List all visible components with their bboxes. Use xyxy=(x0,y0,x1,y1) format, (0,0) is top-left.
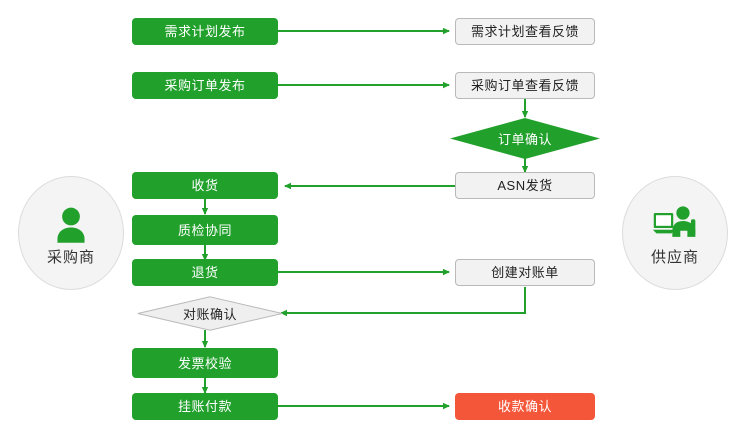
node-return-goods-label: 退货 xyxy=(191,265,219,280)
actor-buyer[interactable]: 采购商 xyxy=(18,176,124,290)
node-create-statement[interactable]: 创建对账单 xyxy=(455,259,595,286)
actor-supplier[interactable]: 供应商 xyxy=(622,176,728,290)
node-demand-plan-feedback[interactable]: 需求计划查看反馈 xyxy=(455,18,595,45)
node-demand-plan-publish-label: 需求计划发布 xyxy=(164,24,246,39)
actor-buyer-label: 采购商 xyxy=(46,248,95,266)
node-return-goods[interactable]: 退货 xyxy=(132,259,278,286)
node-purchase-order-feedback-label: 采购订单查看反馈 xyxy=(470,78,579,93)
node-asn-shipment[interactable]: ASN发货 xyxy=(455,172,595,199)
node-receive-goods-label: 收货 xyxy=(191,178,219,193)
node-create-statement-label: 创建对账单 xyxy=(491,265,559,280)
node-statement-confirm[interactable]: 对账确认 xyxy=(137,296,283,331)
node-statement-confirm-label: 对账确认 xyxy=(182,307,237,322)
node-payable-payment-label: 挂账付款 xyxy=(177,399,232,414)
node-payable-payment[interactable]: 挂账付款 xyxy=(132,393,278,420)
node-order-confirm[interactable]: 订单确认 xyxy=(450,118,600,159)
node-demand-plan-feedback-label: 需求计划查看反馈 xyxy=(470,24,579,39)
person-at-computer-icon xyxy=(649,200,701,244)
node-receipt-confirm-label: 收款确认 xyxy=(497,399,552,414)
node-invoice-check[interactable]: 发票校验 xyxy=(132,348,278,378)
node-asn-shipment-label: ASN发货 xyxy=(497,178,553,193)
actor-supplier-label: 供应商 xyxy=(650,248,699,266)
node-purchase-order-feedback[interactable]: 采购订单查看反馈 xyxy=(455,72,595,99)
edge-create-statement-to-statement-confirm xyxy=(280,287,526,317)
node-demand-plan-publish[interactable]: 需求计划发布 xyxy=(132,18,278,45)
node-receive-goods[interactable]: 收货 xyxy=(132,172,278,199)
node-invoice-check-label: 发票校验 xyxy=(177,355,232,371)
node-quality-collab-label: 质检协同 xyxy=(177,222,232,238)
node-quality-collab[interactable]: 质检协同 xyxy=(132,215,278,245)
node-receipt-confirm[interactable]: 收款确认 xyxy=(455,393,595,420)
node-purchase-order-publish-label: 采购订单发布 xyxy=(164,78,246,93)
person-icon xyxy=(45,200,97,244)
node-order-confirm-label: 订单确认 xyxy=(497,132,552,147)
node-purchase-order-publish[interactable]: 采购订单发布 xyxy=(132,72,278,99)
